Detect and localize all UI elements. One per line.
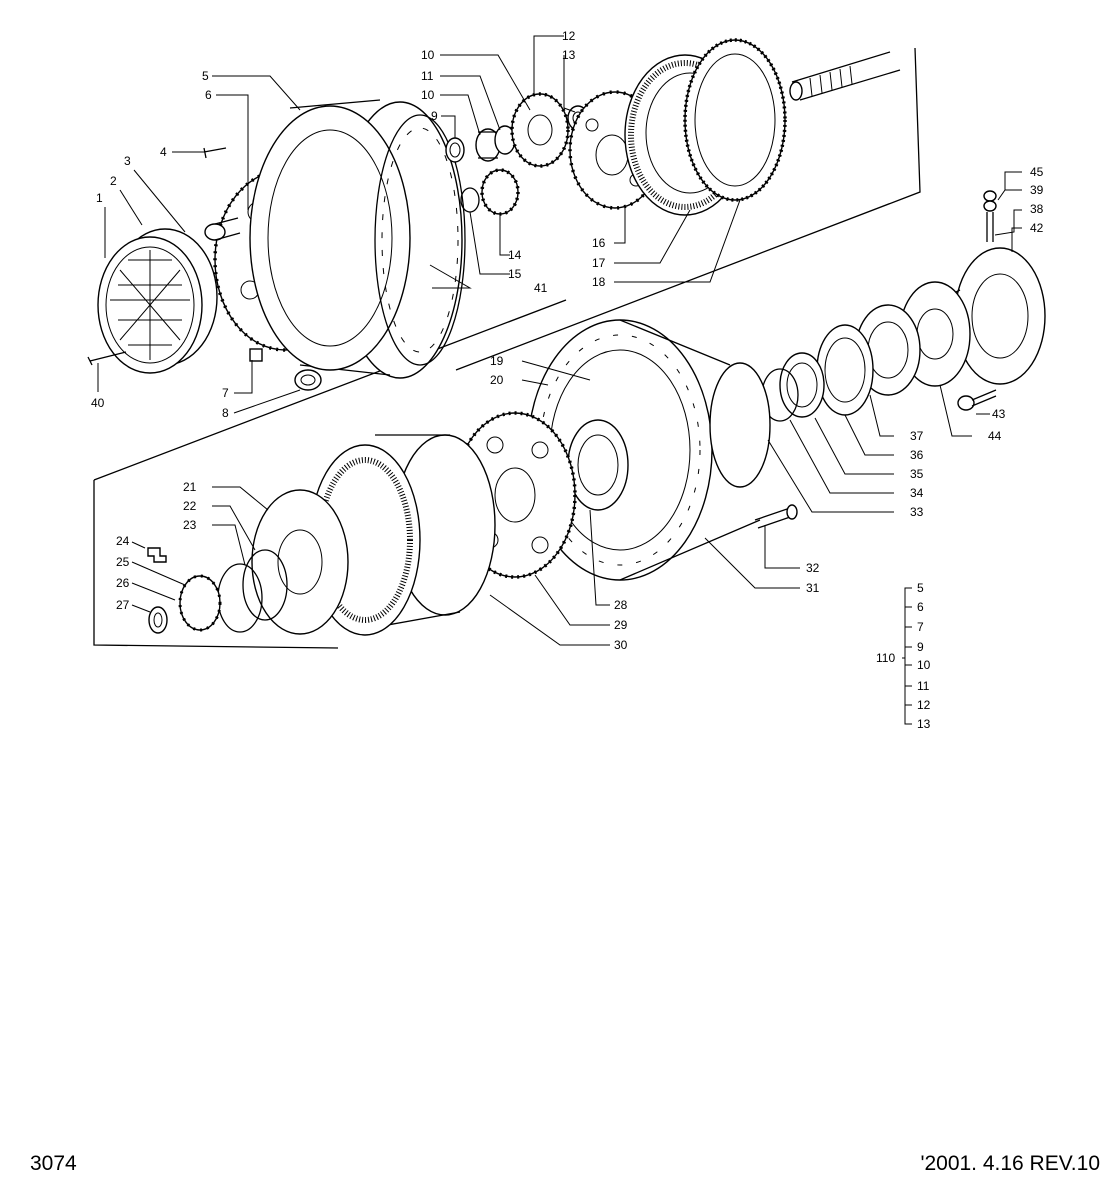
label-part-12: 12 (562, 29, 576, 43)
label-part-7: 7 (222, 386, 229, 400)
label-part-31: 31 (806, 581, 820, 595)
label-kit-item: 12 (917, 698, 931, 712)
wheel-stud-45-39-38 (983, 190, 997, 242)
plug-8 (294, 369, 322, 391)
label-part-4: 4 (160, 145, 167, 159)
label-part-34: 34 (910, 486, 924, 500)
label-part-27: 27 (116, 598, 130, 612)
label-kit-item: 7 (917, 620, 924, 634)
label-part-41: 41 (534, 281, 548, 295)
label-part-42: 42 (1030, 221, 1044, 235)
label-part-43: 43 (992, 407, 1006, 421)
label-part-24: 24 (116, 534, 130, 548)
label-part-13: 13 (562, 48, 576, 62)
revision-date: '2001. 4.16 REV.10 (920, 1152, 1100, 1175)
page-number: 3074 (30, 1152, 77, 1175)
cover-plate (97, 228, 218, 374)
label-part-23: 23 (183, 518, 197, 532)
label-part-14: 14 (508, 248, 522, 262)
stud-32 (754, 504, 798, 529)
planet-gear-12 (510, 92, 570, 168)
label-part-37: 37 (910, 429, 924, 443)
label-part-6: 6 (205, 88, 212, 102)
bolt-4 (203, 147, 227, 159)
leader-lines (97, 35, 1022, 725)
bearing-28 (567, 419, 629, 511)
label-kit-item: 6 (917, 600, 924, 614)
label-kit-110: 110 (876, 651, 895, 665)
lower-frame-left (93, 480, 339, 649)
label-part-36: 36 (910, 448, 924, 462)
bearing-36 (816, 324, 874, 416)
bearing-25-26 (178, 574, 222, 632)
label-part-11: 11 (421, 69, 434, 83)
washer-27 (148, 606, 168, 634)
key-24 (147, 547, 167, 563)
label-part-2: 2 (110, 174, 117, 188)
pin-6 (204, 217, 241, 241)
thrust-washer-9 (445, 137, 465, 163)
needle-bearing-10-11 (475, 125, 516, 162)
label-part-25: 25 (116, 555, 130, 569)
upper-frame-outline (455, 47, 921, 371)
label-part-44: 44 (988, 429, 1002, 443)
label-kit-item: 10 (917, 658, 931, 672)
label-kit-item: 13 (917, 717, 931, 731)
label-part-39: 39 (1030, 183, 1044, 197)
label-part-5: 5 (202, 69, 209, 83)
label-part-29: 29 (614, 618, 628, 632)
label-part-32: 32 (806, 561, 820, 575)
label-part-19: 19 (490, 354, 504, 368)
label-part-40: 40 (91, 396, 105, 410)
bolt-43 (957, 389, 997, 411)
bolt-40 (87, 351, 127, 366)
thrust-plate-21 (251, 489, 349, 635)
label-part-1: 1 (96, 191, 103, 205)
label-part-28: 28 (614, 598, 628, 612)
label-part-22: 22 (183, 499, 197, 513)
bolt-7 (249, 348, 263, 362)
label-part-38: 38 (1030, 202, 1044, 216)
label-part-21: 21 (183, 480, 197, 494)
label-kit-item: 9 (917, 640, 924, 654)
label-part-18: 18 (592, 275, 606, 289)
label-kit-item: 11 (917, 679, 930, 693)
label-part-17: 17 (592, 256, 606, 270)
ring-gear-18 (683, 38, 787, 202)
label-part-9: 9 (431, 109, 438, 123)
drive-shaft (789, 51, 901, 101)
label-part-10b: 10 (421, 88, 435, 102)
lower-frame-top (93, 299, 567, 481)
label-part-35: 35 (910, 467, 924, 481)
label-part-8: 8 (222, 406, 229, 420)
label-part-3: 3 (124, 154, 131, 168)
snap-ring-15 (460, 187, 480, 213)
label-part-26: 26 (116, 576, 130, 590)
label-part-30: 30 (614, 638, 628, 652)
seal-35 (779, 352, 825, 418)
label-part-15: 15 (508, 267, 522, 281)
planet-gear-14 (480, 168, 520, 216)
label-part-45: 45 (1030, 165, 1044, 179)
housing-drum (249, 99, 466, 379)
label-part-33: 33 (910, 505, 924, 519)
label-kit-item: 5 (917, 581, 924, 595)
label-part-16: 16 (592, 236, 606, 250)
label-part-20: 20 (490, 373, 504, 387)
label-part-10a: 10 (421, 48, 435, 62)
